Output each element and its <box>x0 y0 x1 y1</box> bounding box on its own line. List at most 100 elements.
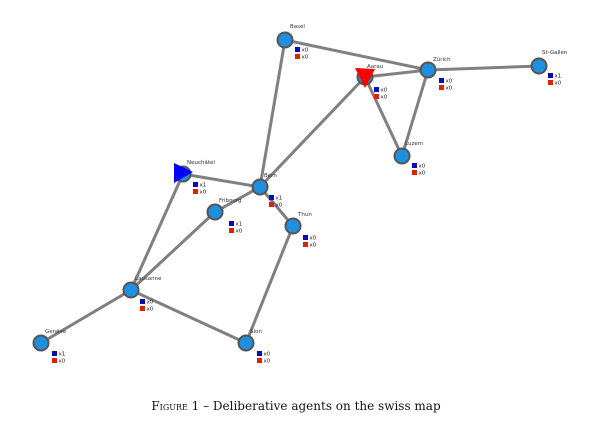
blue-count-swatch <box>303 235 308 240</box>
edge-bern-thun <box>258 185 295 228</box>
agent-layer <box>174 68 375 183</box>
city-node-sion[interactable] <box>237 334 255 352</box>
red-count-bern: x0 <box>276 203 283 209</box>
blue-count-swatch <box>439 78 444 83</box>
edge-zurich-stgallen <box>426 64 541 72</box>
blue-count-fribourg: x1 <box>236 222 243 228</box>
city-node-geneve[interactable] <box>32 334 50 352</box>
red-count-geneve: x0 <box>59 359 66 365</box>
blue-count-zurich: x0 <box>446 79 453 85</box>
blue-count-basel: x0 <box>302 48 309 54</box>
blue-count-aarau: x0 <box>381 88 388 94</box>
city-label-lausanne: Lausanne <box>135 276 162 282</box>
city-label-neuchatel: Neuchâtel <box>187 159 215 166</box>
edge-basel-bern <box>258 38 287 189</box>
red-count-swatch <box>548 80 553 85</box>
city-node-thun[interactable] <box>284 217 302 235</box>
edge-bern-fribourg <box>213 185 262 214</box>
red-count-aarau: x0 <box>381 95 388 101</box>
blue-agent-icon[interactable] <box>174 163 193 183</box>
city-node-stgallen[interactable] <box>530 57 548 75</box>
city-label-sion: Sion <box>250 329 262 335</box>
blue-count-sion: x0 <box>264 352 271 358</box>
blue-count-stgallen: x1 <box>555 74 562 80</box>
city-label-zurich: Zürich <box>433 57 451 63</box>
blue-count-lausanne: x0 <box>147 300 154 306</box>
node-layer: Baselx0x0Aaraux0x0Zürichx0x0St-Gallenx1x… <box>32 24 568 365</box>
red-count-basel: x0 <box>302 55 309 61</box>
red-count-swatch <box>295 54 300 59</box>
city-node-lausanne[interactable] <box>122 281 140 299</box>
city-label-bern: Bern <box>264 173 277 179</box>
city-node-zurich[interactable] <box>419 61 437 79</box>
city-node-basel[interactable] <box>276 31 294 49</box>
blue-count-swatch <box>548 73 553 78</box>
edge-basel-zurich <box>283 38 430 72</box>
red-count-swatch <box>193 189 198 194</box>
city-label-fribourg: Fribourg <box>219 198 242 204</box>
red-count-swatch <box>412 170 417 175</box>
edge-thun-sion <box>244 224 295 345</box>
city-node-luzern[interactable] <box>393 147 411 165</box>
blue-count-swatch <box>229 221 234 226</box>
blue-count-swatch <box>52 351 57 356</box>
red-count-thun: x0 <box>310 243 317 249</box>
edge-lausanne-sion <box>129 288 248 345</box>
red-count-swatch <box>439 85 444 90</box>
edge-aarau-bern <box>258 75 367 189</box>
blue-count-swatch <box>257 351 262 356</box>
blue-count-swatch <box>193 182 198 187</box>
city-label-stgallen: St-Gallen <box>542 50 568 56</box>
red-count-sion: x0 <box>264 359 271 365</box>
city-label-thun: Thun <box>297 212 312 218</box>
blue-count-bern: x1 <box>276 196 283 202</box>
blue-count-swatch <box>412 163 417 168</box>
blue-count-thun: x0 <box>310 236 317 242</box>
caption-separator: – <box>199 399 213 413</box>
edge-layer <box>39 38 541 345</box>
blue-count-neuchatel: x1 <box>200 183 207 189</box>
red-count-swatch <box>303 242 308 247</box>
red-count-swatch <box>229 228 234 233</box>
red-count-swatch <box>374 94 379 99</box>
edge-aarau-luzern <box>363 75 404 158</box>
caption-text: Deliberative agents on the swiss map <box>213 399 441 413</box>
city-label-luzern: Luzern <box>405 141 424 147</box>
city-label-basel: Basel <box>290 24 305 30</box>
red-count-lausanne: x0 <box>147 307 154 313</box>
blue-count-swatch <box>295 47 300 52</box>
edge-aarau-zurich <box>363 68 430 79</box>
edge-neuchatel-lausanne <box>129 172 185 292</box>
caption-figure-number: Figure 1 <box>151 399 199 413</box>
red-count-neuchatel: x0 <box>200 190 207 196</box>
red-count-stgallen: x0 <box>555 81 562 87</box>
city-label-geneve: Genève <box>45 328 67 335</box>
red-count-luzern: x0 <box>419 171 426 177</box>
edge-zurich-luzern <box>400 68 430 158</box>
city-node-fribourg[interactable] <box>206 203 224 221</box>
blue-count-swatch <box>374 87 379 92</box>
red-count-zurich: x0 <box>446 86 453 92</box>
red-count-fribourg: x0 <box>236 229 243 235</box>
edge-fribourg-lausanne <box>129 210 217 292</box>
red-agent-icon[interactable] <box>355 68 375 88</box>
red-count-swatch <box>140 306 145 311</box>
figure-caption: Figure 1 – Deliberative agents on the sw… <box>151 399 441 413</box>
blue-count-geneve: x1 <box>59 352 66 358</box>
city-node-bern[interactable] <box>251 178 269 196</box>
city-label-aarau: Aarau <box>367 64 383 70</box>
edge-neuchatel-bern <box>181 172 262 189</box>
blue-count-luzern: x0 <box>419 164 426 170</box>
